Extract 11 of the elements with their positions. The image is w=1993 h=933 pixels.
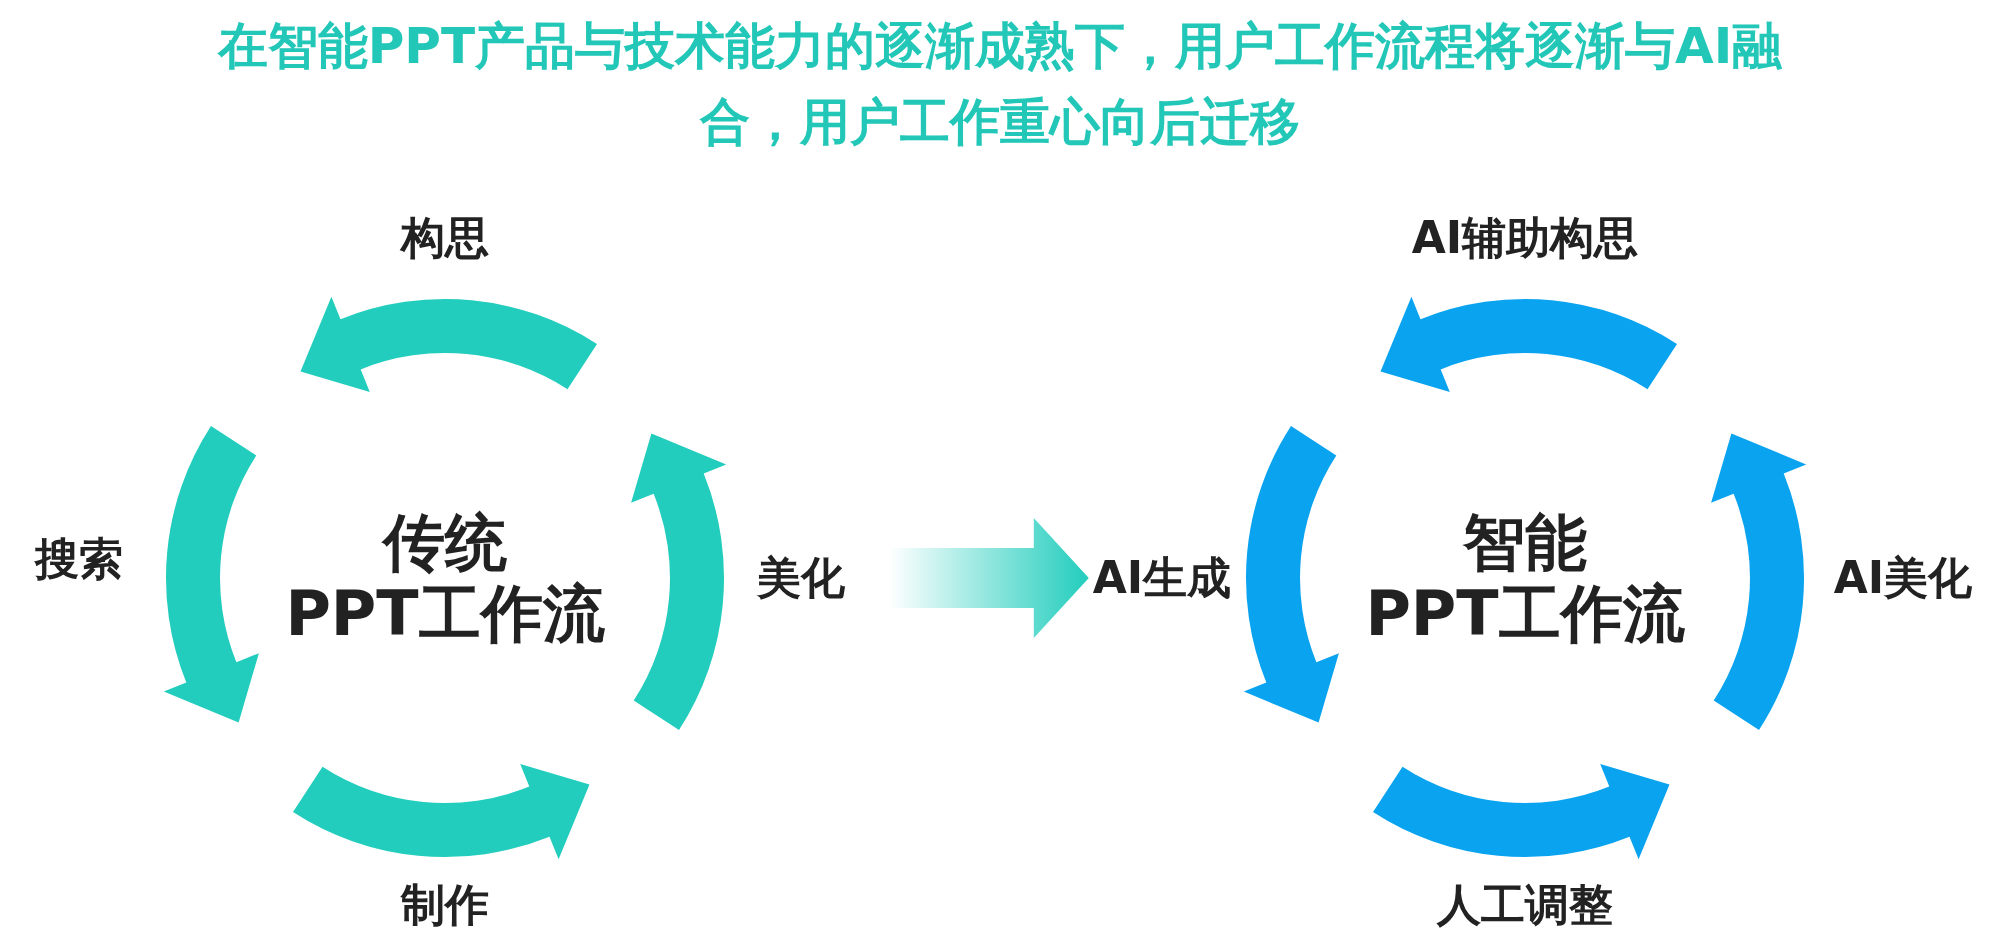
title: 在智能PPT产品与技术能力的逐渐成熟下，用户工作流程将逐渐与AI融合，用户工作重心向后迁移 bbox=[216, 16, 1784, 153]
step-label: AI辅助构思 bbox=[1411, 212, 1639, 264]
step-label: 搜索 bbox=[35, 533, 123, 585]
workflow-title: 传统 PPT工作流 bbox=[285, 506, 605, 650]
workflow-title: 智能 PPT工作流 bbox=[1365, 506, 1685, 650]
step-label: 构思 bbox=[401, 212, 489, 264]
step-label: 人工调整 bbox=[1437, 879, 1613, 931]
step-label: 制作 bbox=[401, 879, 489, 931]
step-label: AI美化 bbox=[1833, 552, 1973, 604]
step-label: AI生成 bbox=[1092, 552, 1232, 604]
step-label: 美化 bbox=[757, 552, 845, 604]
